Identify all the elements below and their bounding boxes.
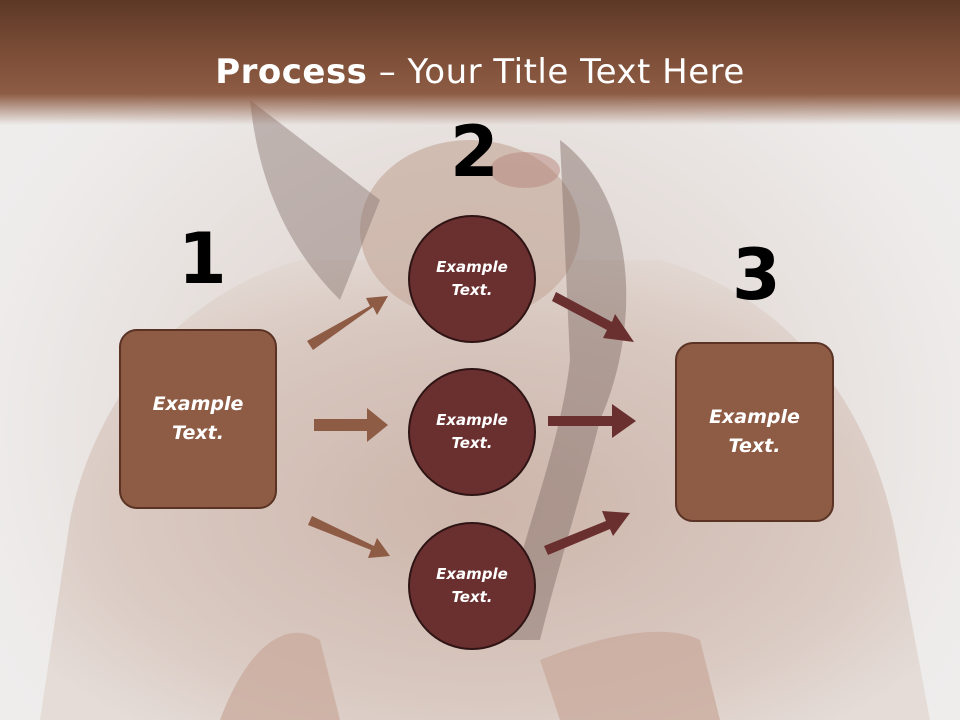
- arrow-left-up: [307, 296, 388, 350]
- step-box-1-label: Example Text.: [152, 393, 244, 444]
- arrow-right-down: [544, 511, 630, 555]
- slide-title[interactable]: Process – Your Title Text Here: [0, 52, 960, 92]
- circle-top-label: Example Text.: [436, 258, 508, 299]
- circle-middle-label: Example Text.: [436, 411, 508, 452]
- circle-top[interactable]: Example Text.: [408, 215, 536, 343]
- arrow-left-down: [308, 516, 390, 558]
- step-box-3[interactable]: Example Text.: [675, 342, 834, 522]
- step-number-3: 3: [732, 234, 781, 316]
- circle-bottom[interactable]: Example Text.: [408, 522, 536, 650]
- title-rest: – Your Title Text Here: [367, 52, 745, 92]
- circle-bottom-label: Example Text.: [436, 565, 508, 606]
- title-bold: Process: [215, 52, 368, 92]
- figure-hair: [250, 100, 380, 300]
- step-number-2: 2: [450, 111, 499, 193]
- circle-middle[interactable]: Example Text.: [408, 368, 536, 496]
- figure-lips: [490, 152, 560, 188]
- figure-hand-left: [220, 632, 340, 720]
- figure-hand-right: [540, 631, 720, 720]
- arrow-right-up: [552, 292, 634, 342]
- arrow-left-mid: [314, 408, 388, 442]
- step-box-3-label: Example Text.: [709, 406, 800, 457]
- step-box-1[interactable]: Example Text.: [119, 329, 277, 509]
- figure-hair-braid: [500, 140, 627, 640]
- arrow-right-mid: [548, 404, 636, 438]
- step-number-1: 1: [178, 218, 227, 300]
- title-band: [0, 0, 960, 125]
